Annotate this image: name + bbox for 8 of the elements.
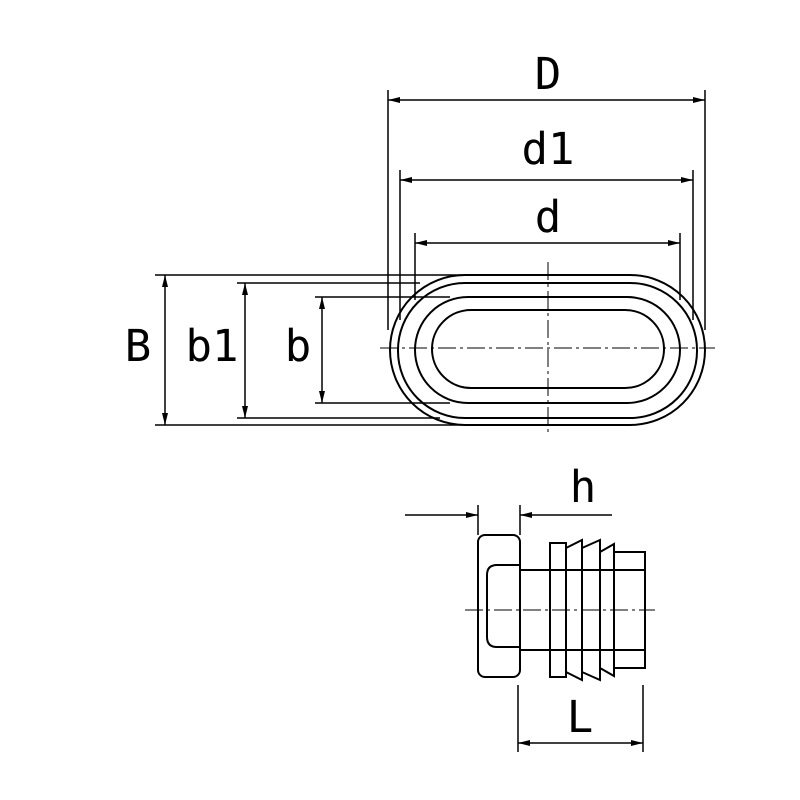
dimension-label: b: [284, 325, 312, 369]
dimension-label: L: [566, 696, 594, 740]
dimension-label: h: [570, 466, 596, 510]
dimension-label: B: [124, 325, 152, 369]
dimension-label: D: [534, 53, 562, 97]
dimension-label: d1: [522, 128, 574, 172]
dimension-label: b1: [186, 325, 238, 369]
dimension-label: d: [534, 196, 562, 240]
